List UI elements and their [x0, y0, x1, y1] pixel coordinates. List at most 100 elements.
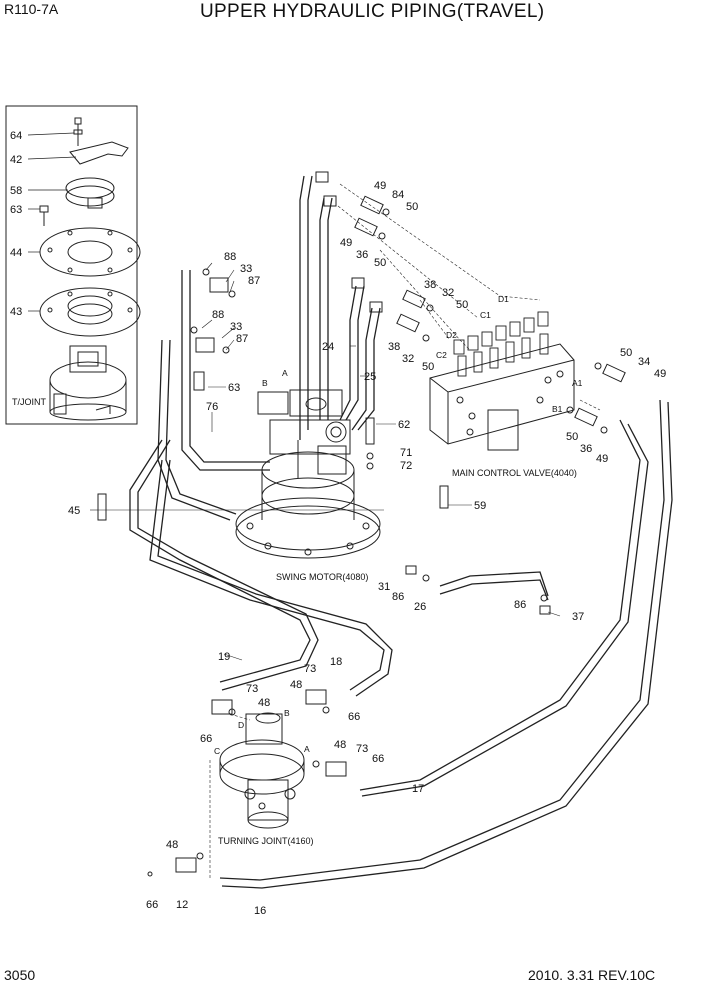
part-48-d: 48	[166, 839, 178, 851]
part-36-right: 36	[580, 443, 592, 455]
part-88-b: 88	[212, 309, 224, 321]
turning-joint-label: TURNING JOINT(4160)	[218, 836, 314, 846]
model-code: R110-7A	[4, 1, 59, 17]
part-38-a: 38	[424, 279, 436, 291]
part-73-c: 73	[356, 743, 368, 755]
page-number: 3050	[4, 967, 36, 983]
part-17: 17	[412, 783, 424, 795]
main-control-valve	[429, 311, 575, 451]
reference-lines	[209, 183, 601, 880]
part-33-a: 33	[240, 263, 252, 275]
part-76: 76	[206, 401, 218, 413]
part-32-a: 32	[442, 287, 454, 299]
part-49-mid: 49	[340, 237, 352, 249]
part-87-a: 87	[248, 275, 260, 287]
part-50-d: 50	[620, 347, 632, 359]
port-labels: A B D1 C1 D2 C2 A1 B1 B D A C	[214, 294, 583, 756]
part-87-b: 87	[236, 333, 248, 345]
part-72: 72	[400, 460, 412, 472]
main-control-valve-label: MAIN CONTROL VALVE(4040)	[452, 468, 577, 478]
part-88-a: 88	[224, 251, 236, 263]
part-16: 16	[254, 905, 266, 917]
inset-leaders	[27, 132, 77, 312]
bolt-63	[39, 205, 49, 226]
part-49-top: 49	[374, 180, 386, 192]
part-66-c: 66	[372, 753, 384, 765]
revision-date: 2010. 3.31 REV.10C	[528, 967, 656, 983]
part-86-a: 86	[392, 591, 404, 603]
page-title: UPPER HYDRAULIC PIPING(TRAVEL)	[200, 1, 545, 22]
part-48-c: 48	[334, 739, 346, 751]
port-b-tj: B	[284, 708, 290, 718]
part-24: 24	[322, 341, 334, 353]
part-50-c: 50	[422, 361, 434, 373]
part-42: 42	[10, 154, 22, 166]
port-b1: B1	[552, 404, 563, 414]
part-63-main: 63	[228, 382, 240, 394]
port-a-tj: A	[304, 744, 310, 754]
t-joint-label: T/JOINT	[12, 397, 46, 407]
part-49-right: 49	[654, 368, 666, 380]
part-63-inset: 63	[10, 204, 22, 216]
port-d2: D2	[446, 330, 457, 340]
part-25: 25	[364, 371, 376, 383]
part-84: 84	[392, 189, 404, 201]
turning-joint	[219, 712, 305, 829]
leader-lines	[90, 262, 561, 661]
part-12: 12	[176, 899, 188, 911]
part-50-top: 50	[406, 201, 418, 213]
part-73-a: 73	[304, 663, 316, 675]
fittings	[97, 171, 626, 877]
hose-lines	[129, 175, 673, 889]
part-86-b: 86	[514, 599, 526, 611]
part-18: 18	[330, 656, 342, 668]
bolt-64	[73, 117, 83, 146]
port-d-tj: D	[238, 720, 244, 730]
part-44: 44	[10, 247, 22, 259]
part-32-b: 32	[402, 353, 414, 365]
part-48-a: 48	[290, 679, 302, 691]
port-c-tj: C	[214, 746, 220, 756]
component-labels: T/JOINT MAIN CONTROL VALVE(4040) SWING M…	[12, 397, 577, 846]
part-38-b: 38	[388, 341, 400, 353]
part-34: 34	[638, 356, 650, 368]
part-37: 37	[572, 611, 584, 623]
port-c2: C2	[436, 350, 447, 360]
flange-43	[39, 287, 141, 337]
port-a1: A1	[572, 378, 583, 388]
gasket-44	[39, 227, 141, 277]
clamp-58	[65, 177, 115, 209]
part-43: 43	[10, 306, 22, 318]
part-19: 19	[218, 651, 230, 663]
port-a-swing: A	[282, 368, 288, 378]
part-50-mid: 50	[374, 257, 386, 269]
part-66-b: 66	[200, 733, 212, 745]
part-49-low: 49	[596, 453, 608, 465]
part-31: 31	[378, 581, 390, 593]
part-66-a: 66	[348, 711, 360, 723]
swing-motor-label: SWING MOTOR(4080)	[276, 572, 368, 582]
bracket-42	[69, 141, 129, 165]
part-71: 71	[400, 447, 412, 459]
port-d1: D1	[498, 294, 509, 304]
part-64: 64	[10, 130, 22, 142]
part-50-e: 50	[566, 431, 578, 443]
part-45: 45	[68, 505, 80, 517]
part-73-b: 73	[246, 683, 258, 695]
part-66-d: 66	[146, 899, 158, 911]
part-62: 62	[398, 419, 410, 431]
part-48-b: 48	[258, 697, 270, 709]
t-joint-body	[49, 345, 127, 421]
part-26: 26	[414, 601, 426, 613]
part-59: 59	[474, 500, 486, 512]
part-50-b: 50	[456, 299, 468, 311]
part-36-top: 36	[356, 249, 368, 261]
part-number-labels: 64 42 58 63 44 43 49 84 50 49 36 50 88 3…	[10, 130, 666, 917]
t-joint-inset-frame	[5, 105, 138, 425]
swing-motor	[235, 389, 381, 559]
part-58: 58	[10, 185, 22, 197]
part-33-b: 33	[230, 321, 242, 333]
port-c1: C1	[480, 310, 491, 320]
port-b-swing: B	[262, 378, 268, 388]
